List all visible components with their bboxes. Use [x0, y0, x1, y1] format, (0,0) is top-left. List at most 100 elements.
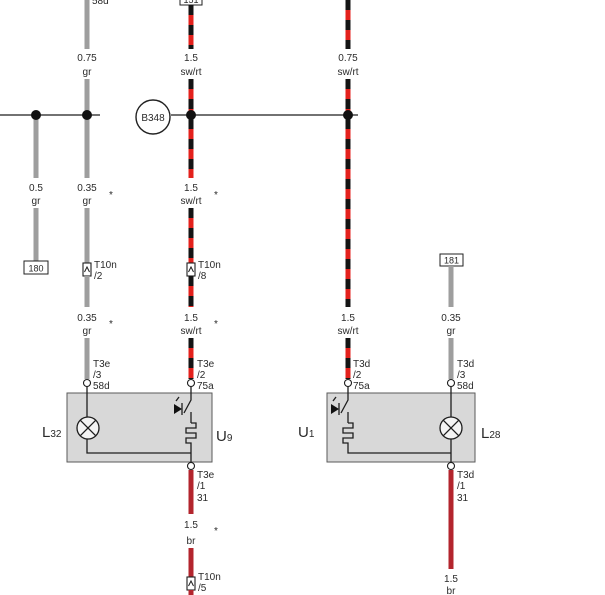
ref-box-180 — [23, 260, 49, 275]
relay-coil — [342, 422, 451, 454]
junction-dot-b — [82, 110, 92, 120]
wire-c-plug-terminal: 75a — [197, 381, 214, 392]
wire-e-plug-terminal: 58d — [457, 381, 474, 392]
switch-blade — [340, 386, 349, 423]
wire-e-ground-plug-pin: /1 — [457, 481, 466, 492]
wire-c-ground-mark: * — [214, 526, 218, 537]
wire-d-plug-name: T3d — [353, 359, 370, 370]
wire-d-plug-terminal: 75a — [353, 381, 370, 392]
wire-e-ground-plug-name: T3d — [457, 470, 474, 481]
relay-switch-u9-icon — [174, 386, 197, 463]
component-letter: U — [216, 428, 227, 445]
wire-e-ground-color: br — [447, 586, 457, 595]
plug-pin-t3d-1 — [446, 461, 456, 471]
ref-label-151: 151 — [183, 0, 198, 5]
wire-d-plug-pin: /2 — [353, 370, 362, 381]
relay-switch-u1-icon — [331, 386, 451, 454]
wire-c-ground-connector-pin: /5 — [198, 583, 207, 594]
component-index: 32 — [50, 429, 62, 440]
junction-dot-c — [186, 110, 196, 120]
wire-b-connector-pin: /2 — [94, 271, 103, 282]
component-label-l28: L28 — [481, 425, 501, 442]
wire-c-top-color: sw/rt — [180, 67, 201, 78]
wire-c-connector-pin: /8 — [198, 271, 207, 282]
wire-b-low-mark: * — [109, 319, 113, 330]
wire-b-low-size: 0.35 — [77, 313, 97, 324]
wire-b-plug-name: T3e — [93, 359, 111, 370]
wire-c-ground-size: 1.5 — [184, 520, 198, 531]
wire-b-mid-color: gr — [83, 196, 93, 207]
wire-a-size: 0.5 — [29, 183, 43, 194]
switch-blade — [183, 386, 192, 423]
wire-e-ground-size: 1.5 — [444, 574, 458, 585]
connector-pin-icon — [188, 579, 194, 587]
wire-e-plug-pin: /3 — [457, 370, 466, 381]
wire-b-mid-size: 0.35 — [77, 183, 97, 194]
ref-label-180: 180 — [28, 264, 43, 274]
component-label-l32: L32 — [42, 424, 62, 441]
wire-b-low-color: gr — [83, 326, 93, 337]
wire-a-color: gr — [32, 196, 42, 207]
connector-housing — [82, 262, 92, 277]
component-label-u1: U1 — [298, 424, 315, 441]
component-letter: L — [481, 425, 489, 442]
plug-pin-t3d-2 — [343, 378, 353, 388]
wire-d-top-color: sw/rt — [337, 67, 358, 78]
lamp-cross — [442, 419, 460, 437]
component-index: 28 — [489, 430, 501, 441]
diode-triangle — [331, 404, 339, 414]
wire-d-top-size: 0.75 — [338, 53, 358, 64]
wire-b-mid-mark: * — [109, 190, 113, 201]
wire-c-mid-color: sw/rt — [180, 196, 201, 207]
wire-c-low-mark: * — [214, 319, 218, 330]
wire-c-ground-plug-name: T3e — [197, 470, 215, 481]
connector-t10n-5 — [186, 576, 196, 591]
wire-b-top-terminal: 58d — [92, 0, 109, 7]
wire-c-ground-plug-pin: /1 — [197, 481, 206, 492]
connector-housing — [186, 262, 196, 277]
component-letter: L — [42, 424, 50, 441]
relay-coil — [185, 422, 197, 463]
connector-pin-icon — [188, 265, 194, 273]
lamp-cross — [79, 419, 97, 437]
wire-c-plug-pin: /2 — [197, 370, 206, 381]
wire-e-plug-name: T3d — [457, 359, 474, 370]
wire-d-low-color: sw/rt — [337, 326, 358, 337]
wire-e-low-size: 0.35 — [441, 313, 461, 324]
connector-t10n-8 — [186, 262, 196, 277]
ref-label-181: 181 — [444, 256, 459, 266]
wire-b-plug-terminal: 58d — [93, 381, 110, 392]
plug-pin-t3e-3 — [82, 378, 92, 388]
plug-pin-t3e-1 — [186, 461, 196, 471]
wire-c-mid-size: 1.5 — [184, 183, 198, 194]
wire-c-plug-name: T3e — [197, 359, 215, 370]
wire-b-top-color: gr — [83, 67, 93, 78]
component-index: 9 — [227, 433, 233, 444]
connector-housing — [186, 576, 196, 591]
component-label-u9: U9 — [216, 428, 233, 445]
wire-c-connector-name: T10n — [198, 260, 221, 271]
plug-pin-t3e-2 — [186, 378, 196, 388]
wire-c-ground-color: br — [187, 536, 197, 547]
wire-c-low-size: 1.5 — [184, 313, 198, 324]
lamp-l32-lead — [86, 386, 191, 454]
connector-t10n-2 — [82, 262, 92, 277]
wire-b-plug-pin: /3 — [93, 370, 102, 381]
wire-c-low-color: sw/rt — [180, 326, 201, 337]
wire-e-ground-plug-terminal: 31 — [457, 493, 469, 504]
wire-b-connector-name: T10n — [94, 260, 117, 271]
diode-triangle — [174, 404, 182, 414]
wire-c-ground-connector-name: T10n — [198, 572, 221, 583]
wire-c-mid-mark: * — [214, 190, 218, 201]
junction-dot-d — [343, 110, 353, 120]
wire-e-low-color: gr — [447, 326, 457, 337]
lamp-l32-icon — [76, 416, 100, 440]
diode-bar — [332, 396, 340, 415]
junction-dot-a — [31, 110, 41, 120]
plug-pin-t3d-3 — [446, 378, 456, 388]
wire-b-top-size: 0.75 — [77, 53, 97, 64]
lamp-l28-icon — [439, 416, 463, 440]
ground-point-circle-b348 — [135, 99, 171, 135]
wire-c-top-size: 1.5 — [184, 53, 198, 64]
